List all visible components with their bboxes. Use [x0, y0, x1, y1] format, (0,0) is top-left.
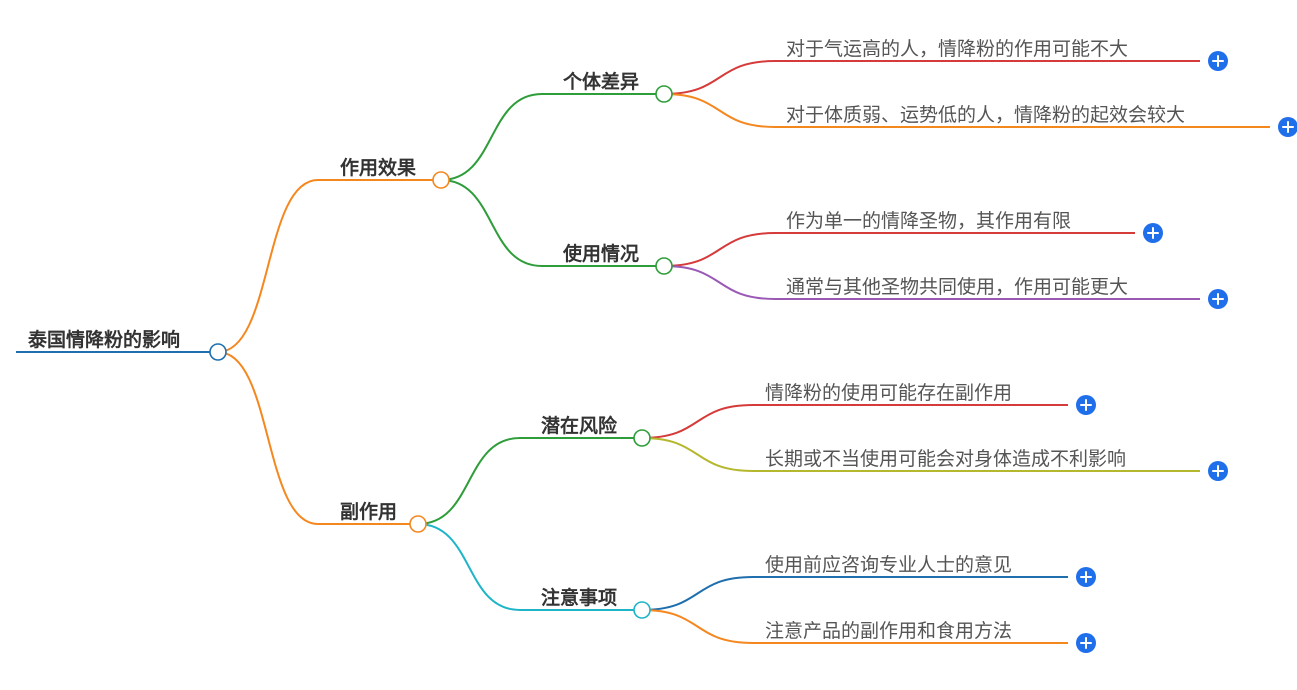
- collapse-toggle[interactable]: [655, 85, 673, 103]
- l2-node-label: 潜在风险: [541, 414, 618, 437]
- l1-node-label: 作用效果: [340, 156, 416, 179]
- edge-l2-to-leaf: [663, 60, 776, 95]
- l2-node-label: 使用情况: [562, 242, 639, 265]
- collapse-toggle[interactable]: [409, 515, 427, 533]
- leaf-node-label: 通常与其他圣物共同使用，作用可能更大: [786, 276, 1128, 298]
- expand-button[interactable]: [1076, 633, 1096, 653]
- collapse-toggle[interactable]: [633, 429, 651, 447]
- expand-button[interactable]: [1208, 51, 1228, 71]
- l2-node-label: 个体差异: [562, 70, 639, 93]
- l2-node-label: 注意事项: [541, 586, 617, 609]
- edge-l1-to-l2: [440, 93, 543, 181]
- leaf-node-label: 对于体质弱、运势低的人，情降粉的起效会较大: [786, 104, 1185, 126]
- expand-button[interactable]: [1076, 395, 1096, 415]
- leaf-node-label: 对于气运高的人，情降粉的作用可能不大: [786, 38, 1128, 60]
- edge-l2-to-leaf: [663, 232, 776, 267]
- expand-button[interactable]: [1143, 223, 1163, 243]
- collapse-toggle[interactable]: [633, 601, 651, 619]
- expand-button[interactable]: [1278, 117, 1297, 137]
- edge-l2-to-leaf: [641, 404, 754, 439]
- edge-root-to-l1: [217, 351, 319, 525]
- edge-l1-to-l2: [440, 179, 543, 267]
- mindmap-labels: 泰国情降粉的影响 作用效果 个体差异 对于气运高的人，情降粉的作用可能不大对于体质弱、…: [27, 38, 1185, 642]
- mindmap-toggles: [209, 85, 673, 619]
- edge-l2-to-leaf: [663, 265, 776, 300]
- mindmap-edges: [217, 60, 776, 644]
- edge-l2-to-leaf: [641, 609, 754, 644]
- expand-button[interactable]: [1208, 289, 1228, 309]
- leaf-node-label: 作为单一的情降圣物，其作用有限: [786, 210, 1071, 232]
- leaf-node-label: 长期或不当使用可能会对身体造成不利影响: [765, 448, 1126, 470]
- leaf-node-label: 注意产品的副作用和食用方法: [765, 620, 1012, 642]
- leaf-node-label: 情降粉的使用可能存在副作用: [765, 382, 1012, 404]
- edge-l2-to-leaf: [641, 576, 754, 611]
- root-node-label: 泰国情降粉的影响: [27, 328, 180, 351]
- collapse-toggle[interactable]: [655, 257, 673, 275]
- collapse-toggle[interactable]: [432, 171, 450, 189]
- edge-l1-to-l2: [417, 437, 521, 525]
- mindmap-expanders: [1076, 51, 1297, 653]
- edge-root-to-l1: [217, 179, 319, 353]
- expand-button[interactable]: [1076, 567, 1096, 587]
- expand-button[interactable]: [1208, 461, 1228, 481]
- mindmap-underlines: [16, 60, 1270, 644]
- collapse-toggle[interactable]: [209, 343, 227, 361]
- l1-node-label: 副作用: [340, 500, 397, 523]
- edge-l2-to-leaf: [663, 93, 776, 128]
- edge-l1-to-l2: [417, 523, 521, 611]
- leaf-node-label: 使用前应咨询专业人士的意见: [765, 554, 1012, 576]
- edge-l2-to-leaf: [641, 437, 754, 472]
